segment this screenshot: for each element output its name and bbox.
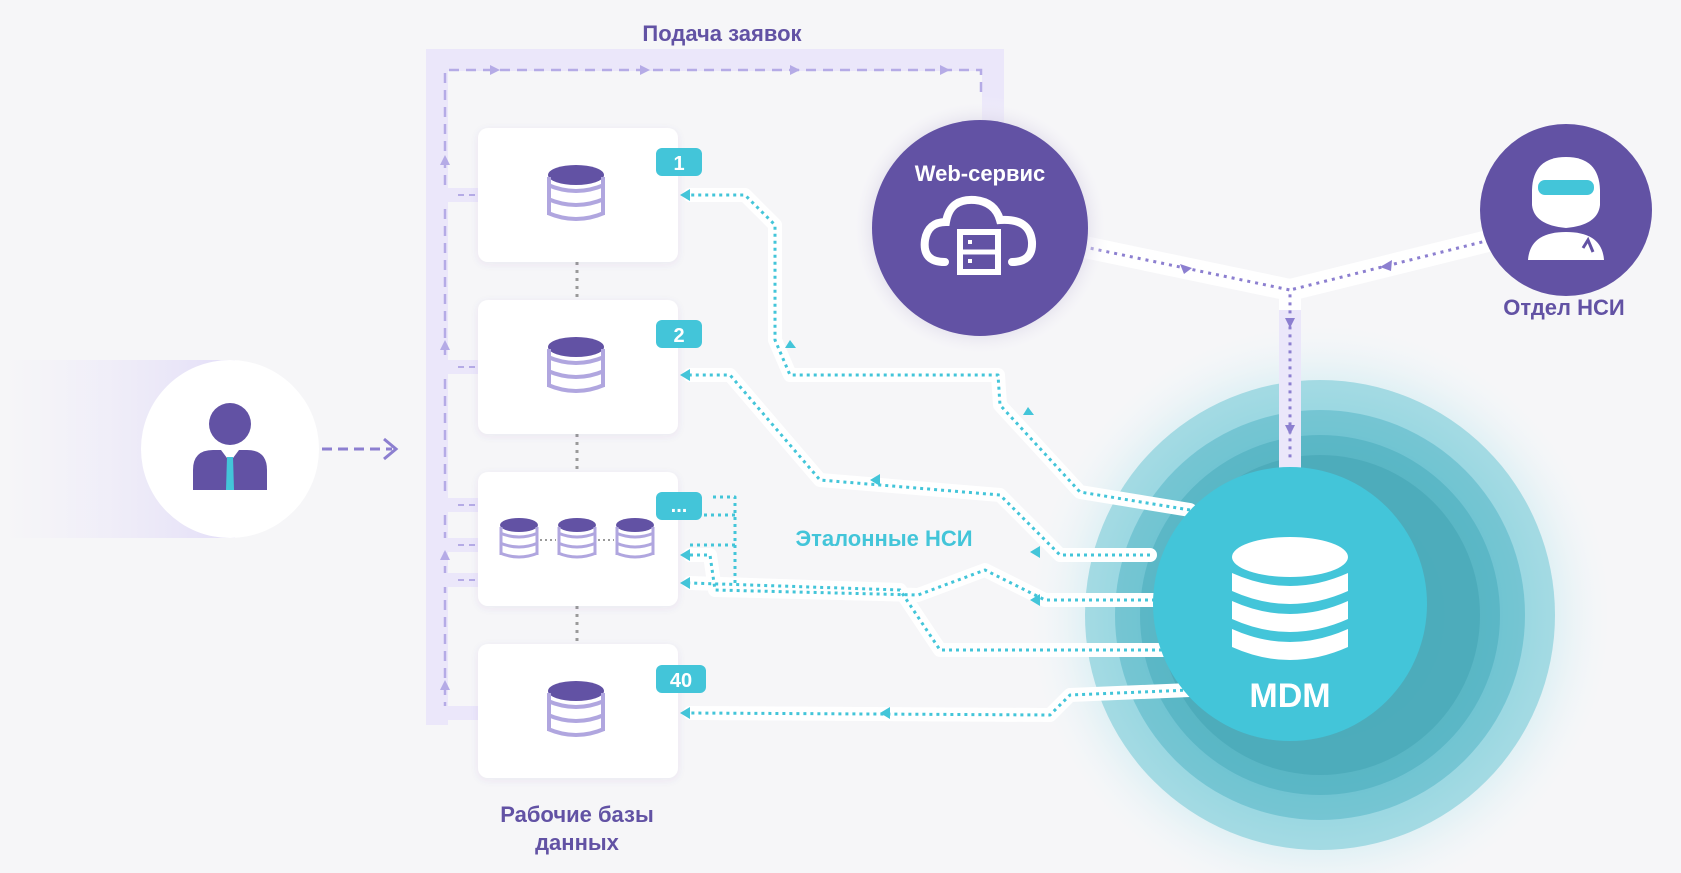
requests-title: Подача заявок: [642, 21, 802, 46]
database-icon: [547, 165, 605, 221]
requester-node[interactable]: [141, 360, 399, 538]
db-badge: [656, 665, 706, 693]
database-icon: [557, 518, 597, 559]
business-user-icon: [193, 403, 267, 490]
db-badge-label: 1: [673, 153, 684, 175]
db-box-many[interactable]: ...: [478, 472, 702, 606]
db-badge-label: 40: [670, 670, 692, 692]
db-box-40[interactable]: 40: [478, 644, 706, 778]
reference-flows: [680, 188, 1197, 722]
database-icon: [615, 518, 655, 559]
db-badge: [656, 320, 702, 348]
nsi-dept-node[interactable]: [1480, 124, 1652, 296]
database-icon: [1232, 537, 1348, 660]
db-badge-label: 2: [673, 325, 684, 347]
db-badge: [656, 148, 702, 176]
cloud-server-icon: [920, 195, 1037, 275]
management-flows: [1072, 227, 1503, 470]
web-service-node[interactable]: Web-сервис: [848, 96, 1112, 360]
working-db-label-line2: данных: [535, 830, 620, 855]
database-icon: [547, 681, 605, 737]
nsi-dept-label: Отдел НСИ: [1503, 295, 1624, 320]
database-icon: [499, 518, 539, 559]
web-service-label: Web-сервис: [915, 161, 1046, 186]
db-box-1[interactable]: 1: [478, 128, 702, 262]
working-db-label-line1: Рабочие базы: [500, 802, 654, 827]
database-icon: [547, 337, 605, 393]
reference-nsi-label: Эталонные НСИ: [795, 526, 972, 551]
mdm-label: MDM: [1249, 677, 1330, 715]
db-badge: [656, 492, 702, 520]
db-box-2[interactable]: 2: [478, 300, 702, 434]
admin-user-icon: [1528, 157, 1604, 260]
db-badge-label: ...: [671, 495, 688, 517]
mdm-node[interactable]: MDM: [1153, 467, 1427, 741]
